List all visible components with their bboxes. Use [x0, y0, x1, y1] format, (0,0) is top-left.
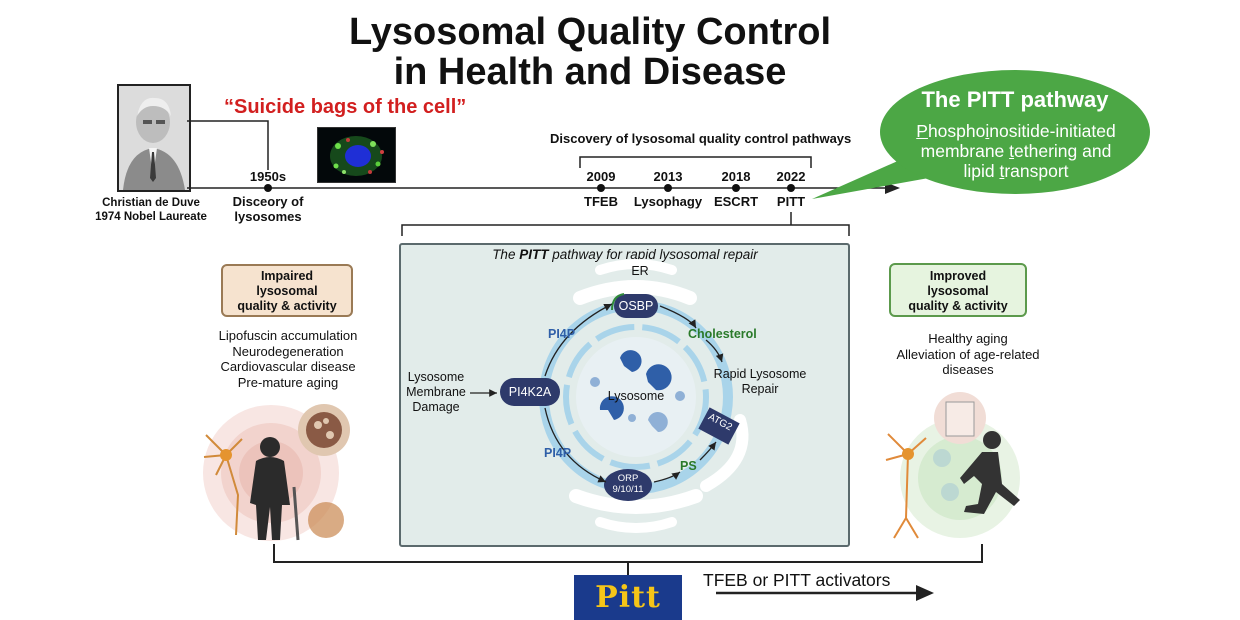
lipofuscin-icon — [308, 502, 344, 538]
pitt-bubble-line1: Phosphoinositide-initiated — [880, 121, 1152, 141]
timeline-year: 2009 — [586, 169, 616, 184]
pitt-bubble-line3: lipid transport — [880, 161, 1152, 181]
list-item: Healthy aging — [928, 331, 1008, 346]
panel-title-part: The — [492, 247, 520, 262]
lysosome-micrograph — [317, 127, 396, 183]
healthy-aging-illustration — [885, 392, 1020, 539]
impaired-box-line: Impaired — [260, 269, 314, 283]
list-item: Alleviation of age-related — [896, 346, 1040, 362]
lysosome-cargo — [590, 350, 685, 432]
timeline-year-1950s: 1950s — [249, 169, 287, 184]
list-item: Cardiovascular disease — [220, 359, 356, 374]
timeline-label-lysosomes: Disceory of lysosomes — [223, 194, 313, 224]
timeline-year: 2013 — [653, 169, 683, 184]
damage-label-line: Membrane — [406, 385, 466, 399]
list-item: Lipofuscin accumulation — [218, 328, 358, 343]
impaired-box-line: quality & activity — [237, 299, 337, 313]
improved-quality-box: Improved lysosomal quality & activity — [889, 263, 1027, 317]
portrait-caption-name: Christian de Duve — [102, 197, 200, 209]
orp-label-line: 9/10/11 — [612, 484, 644, 495]
suicide-bags-quote: “Suicide bags of the cell” — [224, 96, 467, 118]
portrait-caption: Christian de Duve 1974 Nobel Laureate — [92, 196, 210, 224]
timeline-year: 2018 — [721, 169, 751, 184]
timeline-label-line2: lysosomes — [234, 209, 302, 224]
bubble-text-part: hospho — [927, 121, 986, 141]
damage-label: Lysosome Membrane Damage — [400, 370, 472, 415]
cholesterol-label: Cholesterol — [688, 327, 757, 341]
neuron-body-icon — [902, 448, 914, 460]
pi4p-top-label: PI4P — [548, 327, 576, 341]
acronym-letter: t — [999, 161, 1005, 181]
acronym-letter: i — [985, 121, 990, 141]
orp-label-line: ORP — [617, 473, 639, 484]
pitt-logo: Pitt — [574, 575, 682, 620]
improved-outcomes-list: Healthy aging Alleviation of age-related… — [878, 331, 1058, 378]
timeline-year: 2022 — [776, 169, 806, 184]
timeline-bracket-label: Discovery of lysosomal quality control p… — [550, 131, 852, 146]
list-item: diseases — [942, 362, 994, 377]
bubble-text-part: lipid — [963, 161, 1000, 181]
aging-illustration — [203, 404, 350, 541]
orp-label: ORP 9/10/11 — [604, 473, 652, 495]
elderly-person-icon — [250, 437, 290, 540]
ps-label: PS — [680, 459, 697, 473]
repair-label-line: Repair — [741, 382, 779, 396]
pitt-bubble-line2: membrane tethering and — [880, 141, 1152, 161]
running-person-icon — [960, 431, 1020, 514]
list-item: Neurodegeneration — [232, 343, 344, 359]
acronym-letter: P — [916, 121, 928, 141]
repair-label: Rapid Lysosome Repair — [706, 367, 814, 397]
portrait-illustration — [119, 86, 189, 190]
pitt-logo-text: Pitt — [595, 580, 661, 615]
micrograph-illustration — [318, 128, 395, 182]
portrait-christian-de-duve — [117, 84, 191, 192]
panel-title-part: pathway for rapid lysosomal repair — [548, 247, 758, 262]
impaired-box-line: lysosomal — [256, 284, 318, 298]
neuron-icon — [203, 434, 243, 536]
er-label: ER — [631, 264, 649, 278]
neuron-body-icon — [220, 449, 232, 461]
timeline-event-label: PITT — [776, 194, 806, 209]
neuron-icon — [885, 433, 927, 539]
portrait-caption-award: 1974 Nobel Laureate — [95, 211, 207, 223]
repair-label-line: Rapid Lysosome — [713, 367, 807, 381]
panel-title: The PITT pathway for rapid lysosomal rep… — [400, 247, 850, 262]
timeline-event-label: ESCRT — [713, 194, 759, 209]
bubble-text-part: ethering and — [1014, 141, 1112, 161]
cane-icon — [292, 486, 300, 541]
page-title: Lysosomal Quality Control in Health and … — [0, 12, 1180, 92]
improved-box-line: quality & activity — [908, 299, 1008, 313]
damage-label-line: Lysosome — [407, 370, 465, 384]
timeline-event-label: Lysophagy — [633, 194, 703, 209]
title-line-1: Lysosomal Quality Control — [348, 11, 832, 53]
impaired-conditions-list: Lipofuscin accumulation Neurodegeneratio… — [198, 328, 378, 390]
timeline-label-line1: Disceory of — [232, 194, 304, 209]
panel-title-bold: PITT — [519, 247, 549, 262]
improved-box-line: Improved — [929, 269, 987, 283]
bubble-text-part: ransport — [1004, 161, 1069, 181]
osbp-label: OSBP — [618, 299, 654, 313]
pi4k2a-label: PI4K2A — [508, 385, 552, 399]
title-line-2: in Health and Disease — [393, 51, 787, 93]
pi4p-bottom-label: PI4P — [544, 446, 572, 460]
bubble-text-part: membrane — [920, 141, 1010, 161]
acronym-letter: t — [1009, 141, 1015, 161]
damage-label-line: Damage — [412, 400, 460, 414]
pitt-bubble-title: The PITT pathway — [921, 87, 1109, 112]
pitt-bubble-text: Phosphoinositide-initiated membrane teth… — [880, 121, 1152, 181]
list-item: Pre-mature aging — [237, 374, 339, 390]
bubble-text-part: nositide-initiated — [989, 121, 1116, 141]
timeline-event-label: TFEB — [584, 194, 618, 209]
activators-label: TFEB or PITT activators — [703, 570, 891, 590]
improved-box-line: lysosomal — [927, 284, 989, 298]
lysosome-label: Lysosome — [607, 389, 665, 403]
impaired-quality-box: Impaired lysosomal quality & activity — [221, 264, 353, 317]
